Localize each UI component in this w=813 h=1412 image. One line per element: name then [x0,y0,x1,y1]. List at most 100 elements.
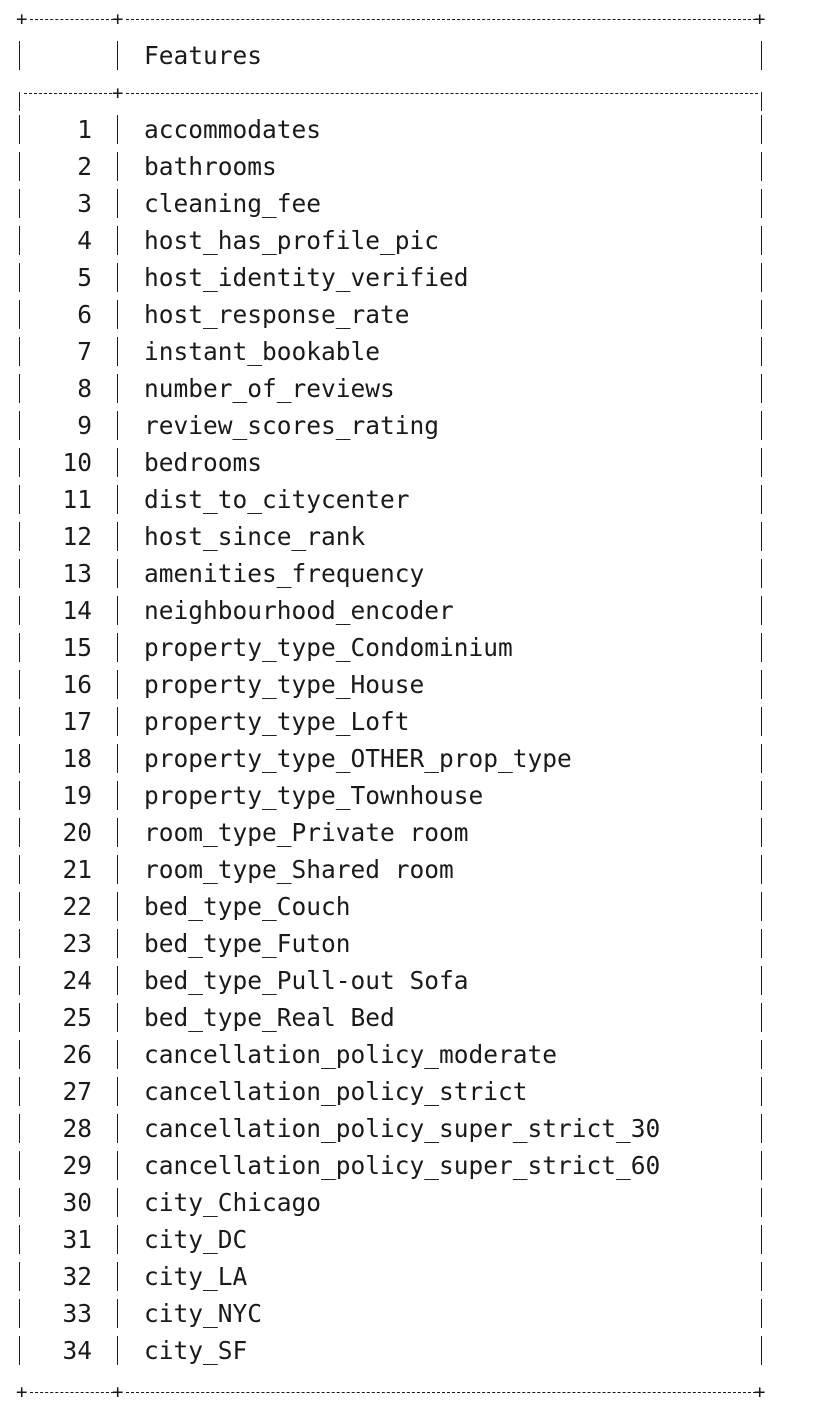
column-divider [761,1077,762,1106]
feature-name: bed_type_Futon [144,929,351,958]
row-index: 2 [77,152,92,181]
column-divider [761,226,762,255]
column-divider [19,707,20,736]
feature-name: host_has_profile_pic [144,226,440,255]
feature-name: room_type_Shared room [144,855,454,884]
column-divider [117,226,118,255]
table-row: 26 cancellation_policy_moderate [16,1036,770,1073]
column-divider [19,1003,20,1032]
row-index: 11 [62,485,92,514]
row-index: 18 [62,744,92,773]
column-divider [117,411,118,440]
column-divider [761,818,762,847]
column-divider [19,744,20,773]
row-index: 24 [62,966,92,995]
column-divider [117,1262,118,1291]
row-index: 14 [62,596,92,625]
column-divider [761,189,762,218]
row-index: 20 [62,818,92,847]
row-index: 1 [77,115,92,144]
column-divider [19,1336,20,1365]
column-divider [761,337,762,366]
row-index: 4 [77,226,92,255]
feature-name: city_LA [144,1262,248,1291]
table-row: 29 cancellation_policy_super_strict_60 [16,1147,770,1184]
row-index: 3 [77,189,92,218]
column-divider [117,633,118,662]
feature-name: cleaning_fee [144,189,322,218]
column-divider [761,707,762,736]
column-divider [19,670,20,699]
table-row: 4 host_has_profile_pic [16,222,770,259]
feature-name: property_type_Townhouse [144,781,484,810]
column-divider [19,226,20,255]
column-divider [19,1188,20,1217]
row-index: 27 [62,1077,92,1106]
column-divider [761,1151,762,1180]
column-divider [117,1336,118,1365]
row-index: 26 [62,1040,92,1069]
feature-name: cancellation_policy_strict [144,1077,528,1106]
column-divider [117,966,118,995]
feature-name: host_since_rank [144,522,366,551]
column-divider [19,115,20,144]
feature-name: cancellation_policy_super_strict_30 [144,1114,661,1143]
column-divider [117,1188,118,1217]
row-index: 33 [62,1299,92,1328]
column-divider [117,485,118,514]
column-divider [761,152,762,181]
row-index: 5 [77,263,92,292]
column-divider [761,966,762,995]
row-index: 31 [62,1225,92,1254]
column-divider [761,670,762,699]
column-divider [117,1151,118,1180]
column-divider [761,929,762,958]
column-divider [19,929,20,958]
row-index: 15 [62,633,92,662]
column-divider [117,781,118,810]
column-divider [761,1040,762,1069]
column-divider [19,1040,20,1069]
row-index: 29 [62,1151,92,1180]
feature-name: cancellation_policy_moderate [144,1040,558,1069]
column-divider [117,337,118,366]
feature-name: number_of_reviews [144,374,395,403]
feature-name: host_response_rate [144,300,410,329]
column-divider [117,115,118,144]
column-divider [19,1077,20,1106]
row-index: 30 [62,1188,92,1217]
features-column-header: Features [144,41,263,70]
row-index: 32 [62,1262,92,1291]
row-index: 10 [62,448,92,477]
column-divider [19,1151,20,1180]
column-divider [761,448,762,477]
column-divider [761,115,762,144]
column-divider [117,929,118,958]
column-divider [19,781,20,810]
column-divider [19,966,20,995]
column-divider [19,596,20,625]
column-divider [19,485,20,514]
row-index: 23 [62,929,92,958]
table-bottom-border: + + + [16,1380,766,1403]
column-divider [117,596,118,625]
column-divider [117,189,118,218]
feature-name: cancellation_policy_super_strict_60 [144,1151,661,1180]
column-divider [761,263,762,292]
column-divider [761,1299,762,1328]
feature-name: bed_type_Real Bed [144,1003,395,1032]
column-divider [761,781,762,810]
column-divider [117,1114,118,1143]
